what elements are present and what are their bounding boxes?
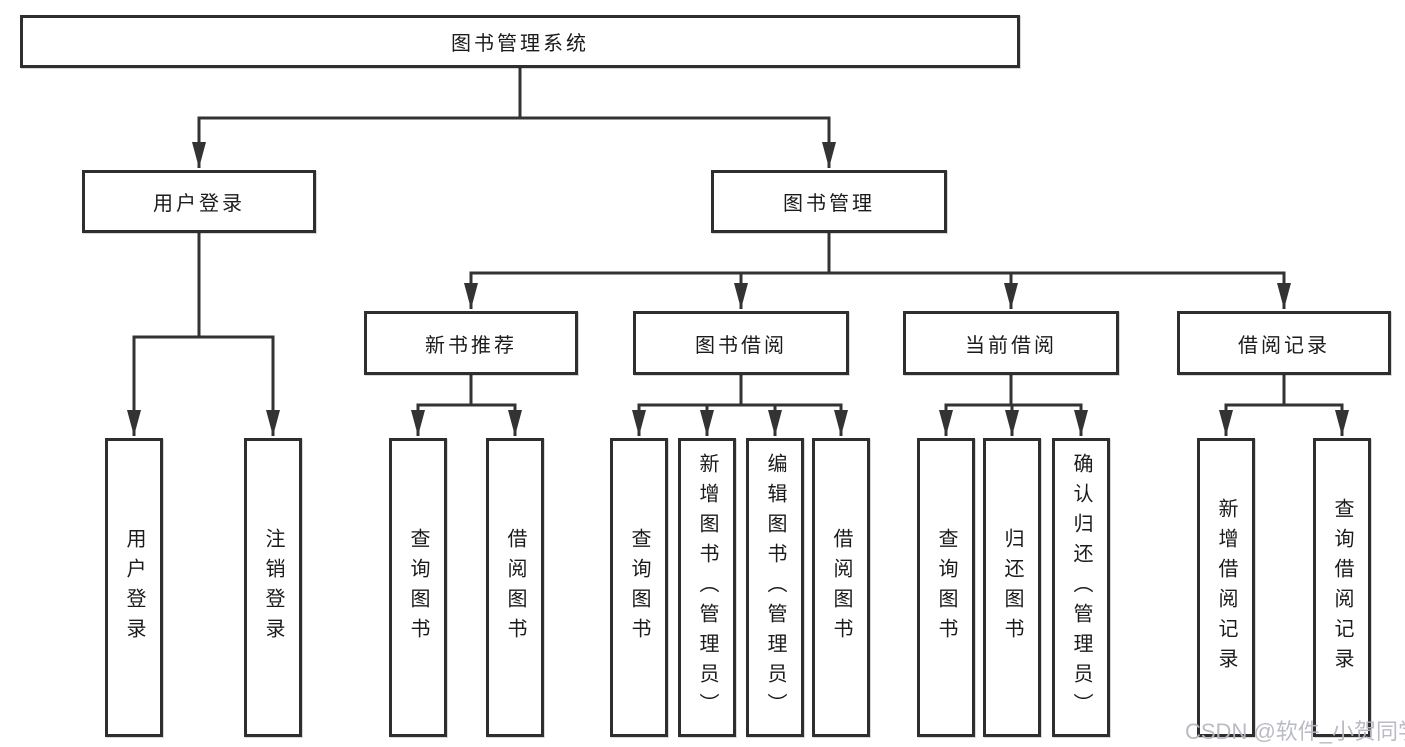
node-user-login-branch: 用户登录 (82, 170, 316, 233)
connector-book-mgmt-trunk (469, 233, 1286, 275)
connector-new-rec-trunk (416, 375, 517, 407)
node-label: 图书管理系统 (451, 33, 589, 55)
leaf-confirm-return-admin: 确认归还（管理员） (1052, 438, 1110, 737)
leaf-borrow-books-recommend: 借阅图书 (486, 438, 544, 737)
node-current-borrowing: 当前借阅 (903, 311, 1119, 375)
connector-root-trunk (197, 68, 831, 120)
leaf-add-borrow-record: 新增借阅记录 (1197, 438, 1255, 737)
leaf-query-books-borrowing: 查询图书 (610, 438, 668, 737)
leaf-query-borrow-record: 查询借阅记录 (1313, 438, 1371, 737)
leaf-query-books-recommend: 查询图书 (389, 438, 447, 737)
node-label: 图书借阅 (695, 334, 787, 357)
node-library-management-system: 图书管理系统 (20, 15, 1020, 68)
node-borrowing-records: 借阅记录 (1177, 311, 1391, 375)
node-book-borrowing: 图书借阅 (633, 311, 849, 375)
node-book-management-branch: 图书管理 (711, 170, 947, 233)
node-label: 图书管理 (783, 193, 875, 215)
leaf-edit-book-admin: 编辑图书（管理员） (746, 438, 804, 737)
node-label: 借阅记录 (1238, 334, 1330, 357)
leaf-add-book-admin: 新增图书（管理员） (678, 438, 736, 737)
connector-records-trunk (1224, 375, 1344, 407)
leaf-return-book: 归还图书 (983, 438, 1041, 737)
connector-user-login-trunk (132, 233, 275, 339)
leaf-user-login: 用户登录 (105, 438, 163, 737)
leaf-borrow-books-borrowing: 借阅图书 (812, 438, 870, 737)
node-label: 用户登录 (153, 193, 245, 215)
connector-borrow-trunk (637, 375, 843, 407)
csdn-watermark: CSDN @软件_小贺同学 (1185, 719, 1405, 744)
leaf-logout-login: 注销登录 (244, 438, 302, 737)
node-label: 当前借阅 (965, 334, 1057, 357)
node-new-book-recommendation: 新书推荐 (364, 311, 578, 375)
node-label: 新书推荐 (425, 334, 517, 357)
leaf-query-books-current: 查询图书 (917, 438, 975, 737)
connector-current-trunk (944, 375, 1083, 407)
